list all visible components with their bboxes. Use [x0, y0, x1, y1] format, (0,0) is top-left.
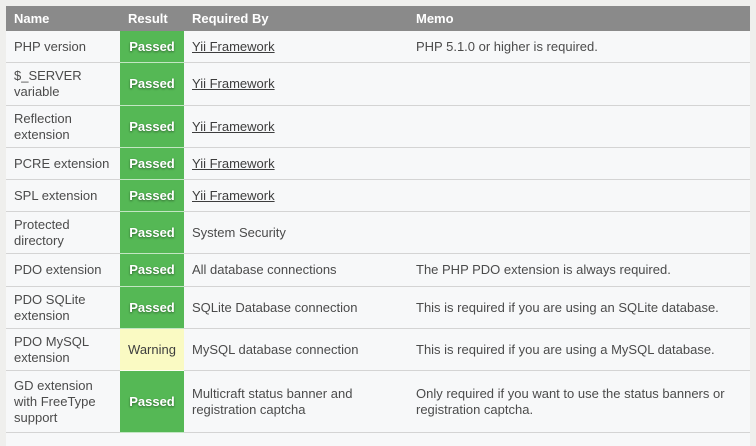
table-row: SPL extension Passed Yii Framework [6, 180, 750, 212]
result-badge: Passed [120, 371, 184, 433]
result-badge: Passed [120, 63, 184, 106]
table-row: $_SERVER variable Passed Yii Framework [6, 63, 750, 106]
result-badge: Warning [120, 329, 184, 371]
requirement-name: Reflection extension [6, 106, 120, 148]
required-by-link[interactable]: Yii Framework [192, 187, 275, 203]
required-by-cell: All database connections [184, 254, 408, 287]
table-row: PDO extension Passed All database connec… [6, 254, 750, 287]
required-by-cell: Yii Framework [184, 180, 408, 212]
memo-cell [408, 63, 750, 106]
result-badge: Passed [120, 180, 184, 212]
column-header-result: Result [120, 6, 184, 31]
result-badge: Passed [120, 106, 184, 148]
memo-cell: The PHP PDO extension is always required… [408, 254, 750, 287]
memo-cell [408, 148, 750, 180]
column-header-required-by: Required By [184, 6, 408, 31]
required-by-cell: Yii Framework [184, 31, 408, 63]
memo-cell: This is required if you are using a MySQ… [408, 329, 750, 371]
requirement-name: SPL extension [6, 180, 120, 212]
required-by-link[interactable]: Yii Framework [192, 76, 275, 91]
required-by-cell: System Security [184, 212, 408, 254]
memo-cell [408, 106, 750, 148]
memo-cell: Only required if you want to use the sta… [408, 371, 750, 433]
table-row-partial [6, 433, 750, 446]
result-badge: Passed [120, 254, 184, 287]
memo-cell [408, 212, 750, 254]
required-by-cell: MySQL database connection [184, 329, 408, 371]
memo-cell: PHP 5.1.0 or higher is required. [408, 31, 750, 63]
result-badge: Passed [120, 212, 184, 254]
table-row: PDO SQLite extension Passed SQLite Datab… [6, 287, 750, 329]
table-row: GD extension with FreeType support Passe… [6, 371, 750, 433]
requirements-table: Name Result Required By Memo PHP version… [6, 6, 750, 446]
required-by-cell [184, 433, 408, 446]
requirement-name: GD extension with FreeType support [6, 371, 120, 433]
requirement-name: PDO extension [6, 254, 120, 287]
result-badge: Passed [120, 31, 184, 63]
required-by-cell: Yii Framework [184, 148, 408, 180]
table-row: PCRE extension Passed Yii Framework [6, 148, 750, 180]
requirement-name: PDO SQLite extension [6, 287, 120, 329]
table-row: Reflection extension Passed Yii Framewor… [6, 106, 750, 148]
required-by-cell: Yii Framework [184, 63, 408, 106]
table-row: PDO MySQL extension Warning MySQL databa… [6, 329, 750, 371]
required-by-cell: Multicraft status banner and registratio… [184, 371, 408, 433]
result-badge: Passed [120, 148, 184, 180]
memo-cell [408, 180, 750, 212]
requirement-name: Protected directory [6, 212, 120, 254]
required-by-link[interactable]: Yii Framework [192, 155, 275, 171]
required-by-link[interactable]: Yii Framework [192, 118, 275, 134]
requirement-name: PHP version [6, 31, 120, 63]
memo-cell: This is required if you are using an SQL… [408, 287, 750, 329]
memo-cell [408, 433, 750, 446]
table-header-row: Name Result Required By Memo [6, 6, 750, 31]
table-row: Protected directory Passed System Securi… [6, 212, 750, 254]
column-header-memo: Memo [408, 6, 750, 31]
required-by-link[interactable]: Yii Framework [192, 38, 275, 54]
requirement-name: PCRE extension [6, 148, 120, 180]
result-badge: Passed [120, 287, 184, 329]
table-row: PHP version Passed Yii Framework PHP 5.1… [6, 31, 750, 63]
required-by-cell: Yii Framework [184, 106, 408, 148]
required-by-cell: SQLite Database connection [184, 287, 408, 329]
requirement-name [6, 433, 120, 446]
requirement-name: PDO MySQL extension [6, 329, 120, 371]
requirement-name: $_SERVER variable [6, 63, 120, 106]
result-cell [120, 433, 184, 446]
column-header-name: Name [6, 6, 120, 31]
